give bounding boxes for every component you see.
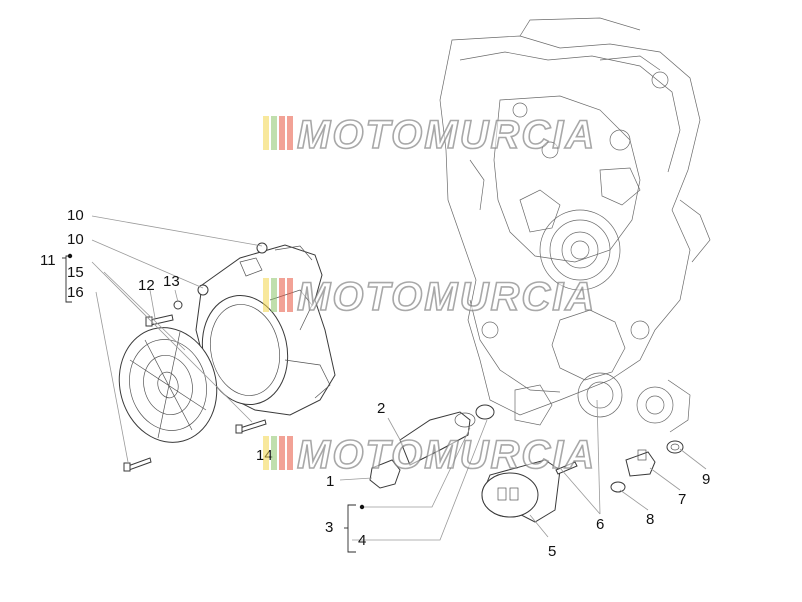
wm-stripe <box>271 116 277 150</box>
callout-12: 12 <box>138 277 155 294</box>
washer-8 <box>610 481 626 493</box>
oil-filter-housing-1 <box>369 459 401 489</box>
screw-12 <box>145 314 174 327</box>
bullet-dot <box>67 253 73 259</box>
wm-stripe <box>279 278 285 312</box>
washer-9 <box>666 440 684 454</box>
watermark-top: MOTOMURCIA MOTOMURCIA <box>263 112 596 158</box>
callout-4: 4 <box>358 532 366 549</box>
callout-5: 5 <box>548 543 556 560</box>
wm-stripe <box>279 116 285 150</box>
screw-14 <box>235 419 267 434</box>
wm-stripe <box>287 436 293 470</box>
oil-pipe-2 <box>399 411 476 466</box>
callout-7: 7 <box>678 491 686 508</box>
wm-stripe <box>279 436 285 470</box>
callout-13: 13 <box>163 273 180 290</box>
watermark-text: MOTOMURCIA <box>297 433 596 477</box>
o-ring <box>475 404 495 420</box>
watermark-middle: MOTOMURCIA MOTOMURCIA <box>263 274 596 320</box>
callout-6: 6 <box>596 516 604 533</box>
leader-lines <box>62 215 707 553</box>
callout-16: 16 <box>67 284 84 301</box>
watermark-bottom: MOTOMURCIA MOTOMURCIA <box>263 432 596 478</box>
wm-stripe <box>263 278 269 312</box>
callout-8: 8 <box>646 511 654 528</box>
wm-stripe <box>263 436 269 470</box>
screw-16 <box>123 457 152 472</box>
wm-stripe <box>287 116 293 150</box>
pin-6 <box>555 461 578 475</box>
callout-3: 3 <box>325 519 333 536</box>
callout-10b: 10 <box>67 231 84 248</box>
bullet-dot <box>359 504 365 510</box>
watermark-text: MOTOMURCIA <box>297 113 596 157</box>
callout-labels: 10 10 11 15 16 12 13 14 2 1 3 4 5 6 8 7 … <box>40 207 710 560</box>
callout-10a: 10 <box>67 207 84 224</box>
callout-2: 2 <box>377 400 385 417</box>
callout-15: 15 <box>67 264 84 281</box>
wm-stripe <box>287 278 293 312</box>
oil-filter-5 <box>481 459 561 523</box>
wm-stripe <box>263 116 269 150</box>
sensor-7 <box>625 449 656 477</box>
washer-13 <box>173 300 183 310</box>
watermark-text: MOTOMURCIA <box>297 275 596 319</box>
watermark-text: MOTOMURCIA <box>297 113 596 157</box>
engine-crankcase <box>439 17 711 433</box>
wm-stripe <box>271 278 277 312</box>
wm-stripe <box>271 436 277 470</box>
callout-11: 11 <box>40 252 56 269</box>
callout-9: 9 <box>702 471 710 488</box>
watermark-text: MOTOMURCIA <box>297 275 596 319</box>
callout-1: 1 <box>326 473 334 490</box>
watermark-text: MOTOMURCIA <box>297 433 596 477</box>
